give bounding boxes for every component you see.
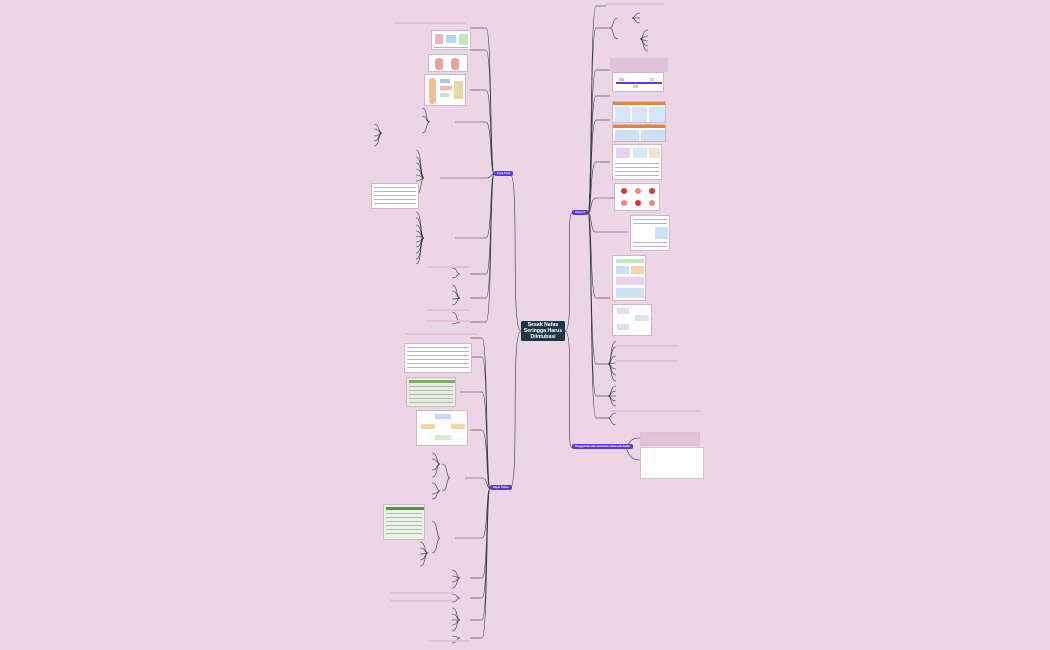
thumbnail-algorithm bbox=[612, 255, 646, 301]
note-bottom-1 bbox=[390, 592, 453, 594]
note-anamnesis bbox=[610, 58, 668, 72]
note-right-1 bbox=[616, 345, 679, 347]
thumbnail-treatment bbox=[630, 215, 670, 251]
branch-lung-cord[interactable]: Lung Cord bbox=[494, 171, 514, 177]
thumbnail-diagram bbox=[431, 30, 471, 50]
note-case bbox=[606, 3, 664, 5]
root-title: Sesak Nafas Seringga Harus Diintubasi bbox=[523, 322, 563, 340]
note-bottom-3 bbox=[428, 640, 471, 642]
thumbnail-green-table bbox=[406, 377, 456, 407]
card-formula bbox=[640, 447, 704, 479]
thumbnail-text-table bbox=[371, 183, 419, 209]
thumbnail-body-chart bbox=[424, 74, 466, 106]
note-bottom-2 bbox=[390, 600, 453, 602]
note-intro bbox=[405, 333, 478, 335]
thumbnail-flow bbox=[612, 304, 652, 336]
note-detail-2 bbox=[427, 320, 470, 322]
thumbnail-flowchart bbox=[416, 410, 468, 446]
note-detail bbox=[427, 309, 470, 311]
thumbnail-colored-table-2 bbox=[612, 124, 666, 142]
note-summary bbox=[428, 266, 471, 268]
branch-kasus[interactable]: Kasus 8 bbox=[572, 210, 588, 216]
thumbnail-colored-table bbox=[612, 101, 666, 123]
branch-penggunaan[interactable]: Penggunaan dan hambatan elektronik dalam bbox=[572, 444, 634, 449]
root-node[interactable]: Sesak Nafas Seringga Harus Diintubasi bbox=[521, 321, 565, 341]
note-right-3 bbox=[610, 410, 701, 412]
note-definisi bbox=[393, 22, 466, 24]
branch-dapat-yadna[interactable]: Dapat Yadna bbox=[490, 485, 512, 491]
thumbnail-physiology bbox=[612, 144, 662, 180]
note-right-2 bbox=[616, 360, 679, 362]
branch-label: Lung Cord bbox=[497, 172, 511, 175]
thumbnail-document bbox=[404, 343, 472, 373]
thumbnail-anatomy bbox=[428, 54, 468, 72]
branch-label: Dapat Yadna bbox=[493, 486, 509, 489]
card-penggunaan-text bbox=[640, 432, 700, 446]
branch-label: Kasus 8 bbox=[575, 211, 585, 214]
thumbnail-timeline bbox=[612, 72, 664, 92]
thumbnail-icons-grid bbox=[614, 183, 660, 211]
branch-label: Penggunaan dan hambatan elektronik dalam bbox=[575, 445, 631, 448]
thumbnail-green-list bbox=[383, 504, 425, 540]
